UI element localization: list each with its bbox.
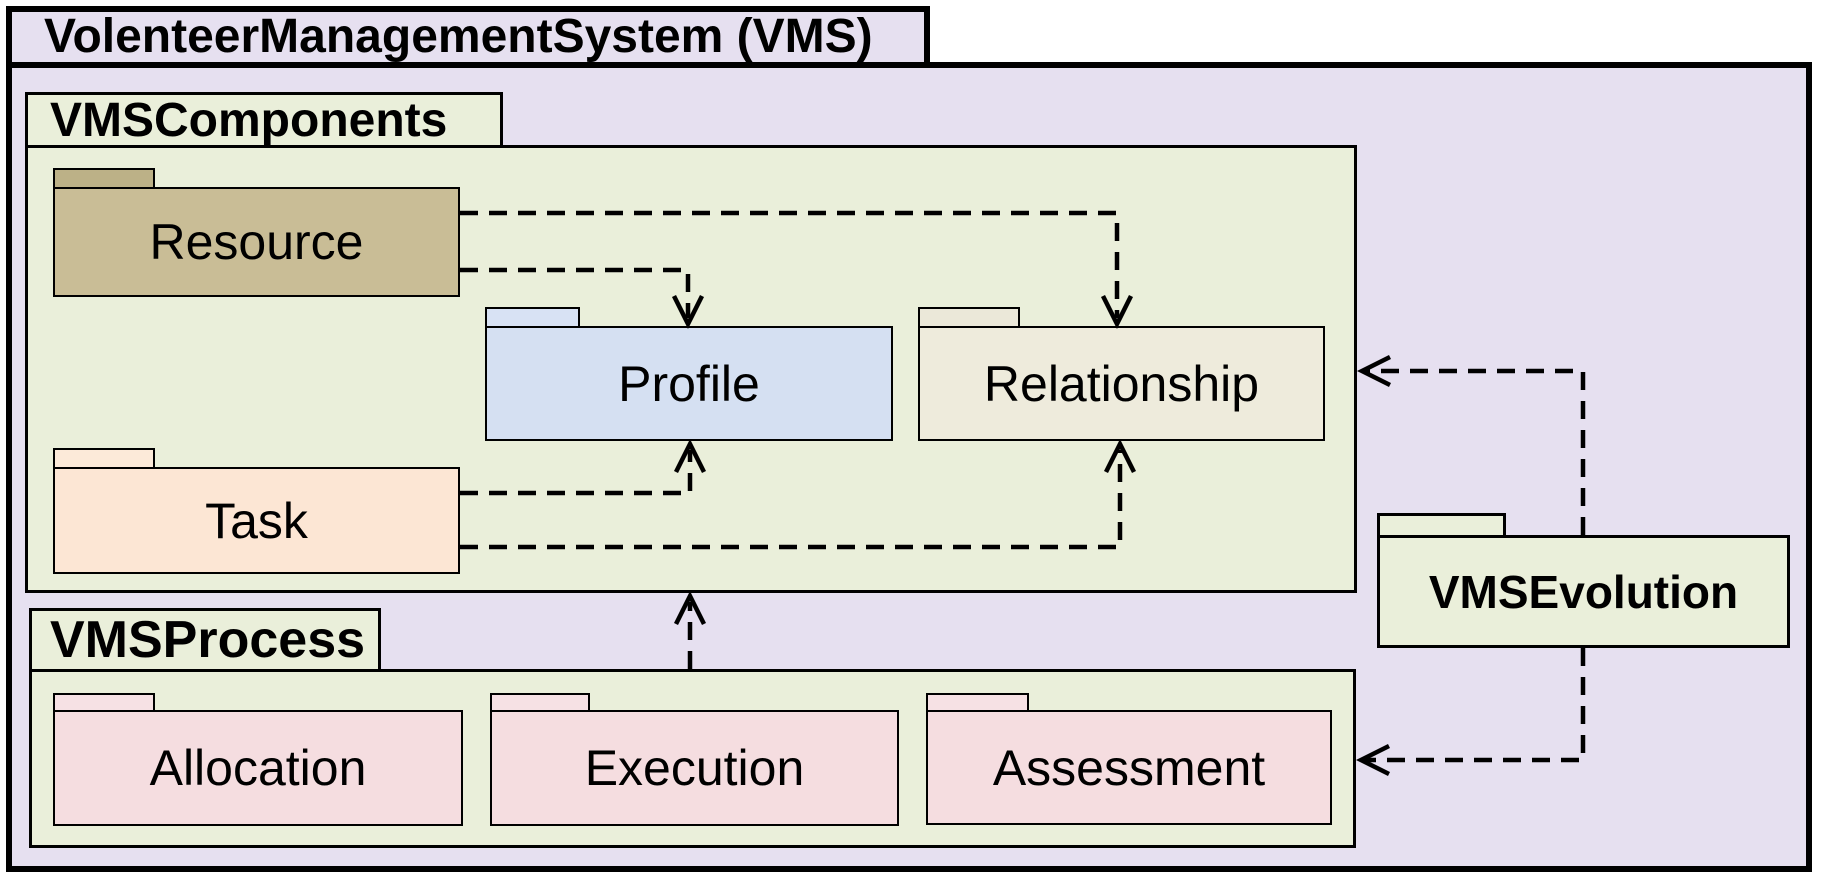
package-execution: Execution [490,710,899,826]
package-execution-label: Execution [584,740,805,796]
package-resource-tab [53,168,155,187]
package-resource: Resource [53,187,460,297]
vmsevolution-tab [1377,513,1506,535]
package-relationship: Relationship [918,326,1325,441]
vmsprocess-tab: VMSProcess [29,608,381,669]
package-assessment-label: Assessment [992,739,1266,796]
package-assessment-tab [926,693,1029,710]
package-relationship-tab [918,307,1020,326]
package-task-label: Task [205,492,308,549]
package-execution-tab [490,693,590,710]
vms-package-title-tab: VolenteerManagementSystem (VMS) [6,6,930,62]
vmsevolution-label: VMSEvolution [1428,565,1739,618]
package-profile-tab [485,307,580,326]
package-profile: Profile [485,326,893,441]
package-relationship-label: Relationship [983,355,1260,412]
package-resource-label: Resource [149,214,364,270]
vmsevolution-body: VMSEvolution [1377,535,1790,648]
package-allocation-label: Allocation [149,740,367,796]
package-task: Task [53,467,460,574]
package-profile-label: Profile [618,355,760,412]
package-allocation: Allocation [53,710,463,826]
package-task-tab [53,448,155,467]
vmscomponents-label: VMSComponents [50,93,448,147]
package-assessment: Assessment [926,710,1332,825]
vmsprocess-label: VMSProcess [50,611,366,669]
vms-package-title: VolenteerManagementSystem (VMS) [44,10,873,63]
vmscomponents-tab: VMSComponents [25,92,503,147]
package-allocation-tab [53,693,155,710]
